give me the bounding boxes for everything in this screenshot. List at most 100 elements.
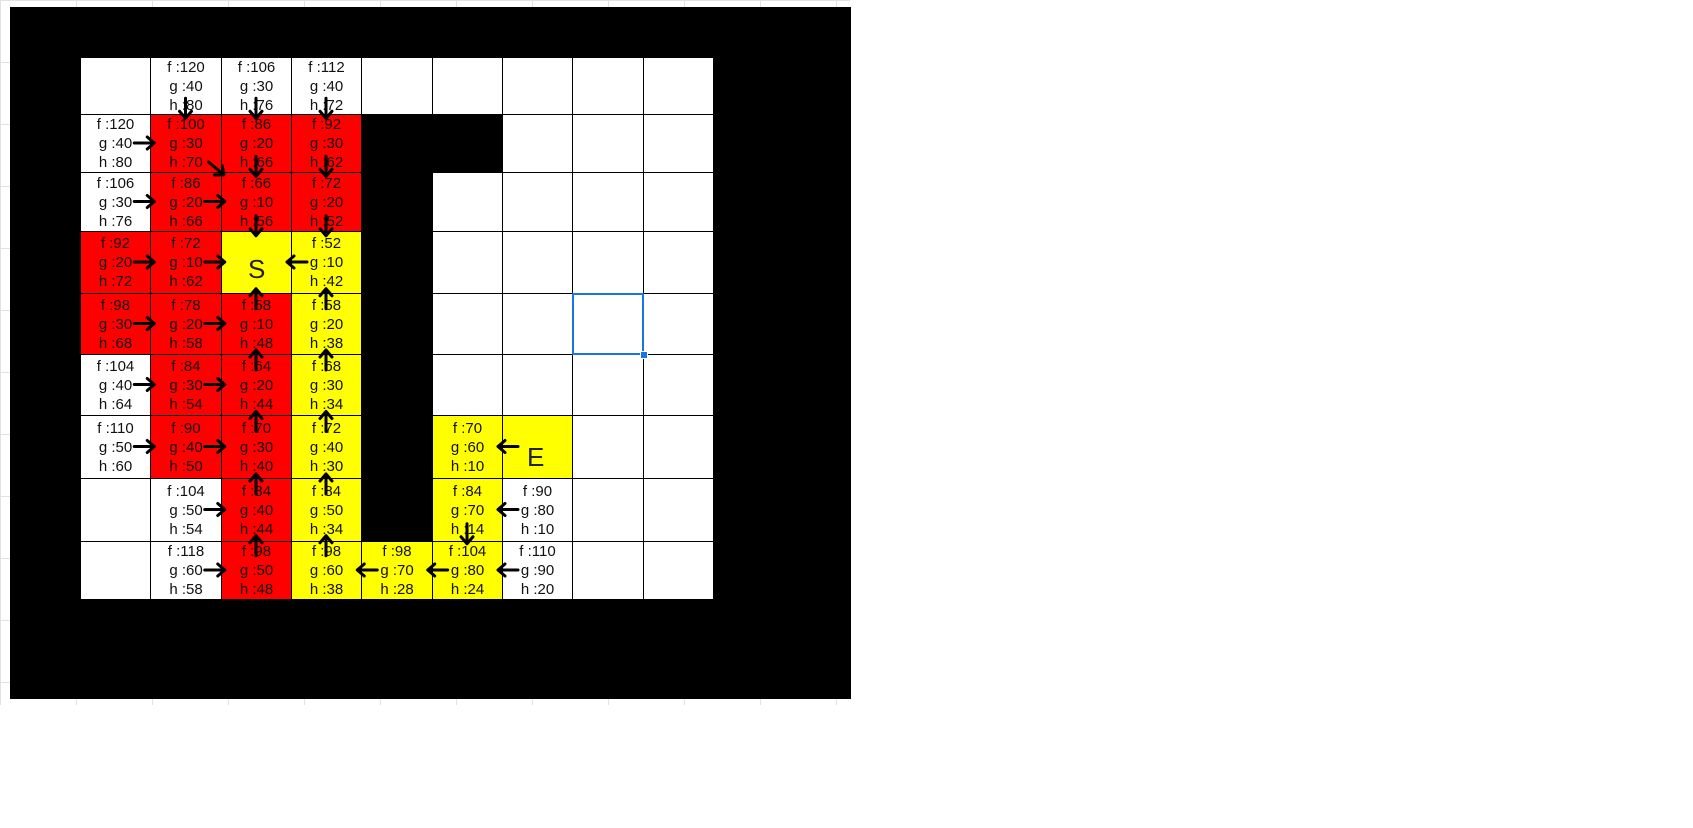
cell-g-value: g :90 [520, 562, 555, 579]
cell-h-value: h :66 [169, 212, 203, 230]
grid-cell-r3-c8[interactable] [643, 231, 714, 294]
grid-cell-r3-c7[interactable] [572, 231, 644, 294]
parent-arrow [318, 154, 334, 178]
cell-h-value: h :38 [309, 581, 344, 598]
cell-f-value: f :120 [96, 116, 135, 133]
grid-cell-r0-c8[interactable] [643, 57, 714, 115]
cell-g-value: g :70 [450, 501, 485, 519]
cell-h-value: h :62 [309, 154, 344, 171]
cell-g-value: g :10 [169, 254, 203, 271]
cell-f-value: f :72 [171, 235, 201, 252]
parent-arrow [203, 502, 227, 517]
parent-arrow [203, 194, 227, 209]
cell-g-value: g :50 [309, 501, 344, 519]
parent-arrow [203, 254, 227, 270]
cell-g-value: g :50 [169, 501, 203, 519]
grid-cell-r7-c4[interactable] [361, 478, 433, 542]
parent-arrow [496, 562, 520, 578]
grid-cell-r4-c4[interactable] [361, 293, 433, 355]
parent-arrow [496, 439, 520, 454]
cell-f-value: f :90 [522, 482, 553, 500]
parent-arrow [285, 254, 309, 270]
cell-g-value: g :10 [239, 193, 274, 211]
cell-f-value: f :112 [308, 58, 345, 76]
cell-f-value: f :98 [382, 543, 412, 560]
parent-arrow [248, 214, 264, 238]
cell-h-value: h :10 [450, 457, 485, 475]
grid-cell-r1-c8[interactable] [643, 114, 714, 173]
parent-arrow [248, 348, 264, 372]
cell-g-value: g :50 [98, 438, 133, 456]
cell-f-value: f :78 [171, 296, 201, 314]
cell-g-value: g :30 [239, 77, 274, 95]
cell-h-value: h :72 [98, 273, 133, 290]
parent-arrows-layer [132, 96, 520, 578]
end-marker: E [527, 442, 545, 472]
cell-g-value: g :30 [309, 376, 344, 394]
parent-arrow [132, 135, 156, 151]
parent-arrow [355, 562, 379, 578]
cell-g-value: g :40 [309, 77, 344, 95]
parent-arrow [496, 502, 520, 517]
grid-cell-r7-c8[interactable] [643, 478, 714, 542]
grid-cell-r6-c4[interactable] [361, 415, 433, 479]
parent-arrow [178, 96, 193, 120]
cell-h-value: h :10 [520, 520, 555, 538]
cell-f-value: f :92 [100, 235, 131, 252]
cell-g-value: g :30 [98, 315, 133, 333]
cell-g-value: g :60 [309, 562, 344, 579]
grid-cell-r2-c8[interactable] [643, 172, 714, 232]
grid-cell-r6-c8[interactable] [643, 415, 714, 479]
cell-g-value: g :40 [169, 77, 203, 95]
parent-arrow [248, 534, 264, 558]
cell-g-value: g :20 [169, 315, 203, 333]
grid-cell-r5-c5[interactable] [432, 354, 503, 416]
cell-f-value: f :104 [448, 543, 487, 560]
cell-f-value: f :110 [97, 419, 134, 437]
cell-h-value: h :40 [239, 457, 274, 475]
cell-f-value: f :118 [167, 543, 205, 560]
grid-cell-r2-c6[interactable] [502, 172, 573, 232]
grid-cell-r4-c5[interactable] [432, 293, 503, 355]
cell-h-value: h :66 [239, 154, 274, 171]
cell-h-value: h :58 [169, 334, 203, 352]
cell-h-value: h :60 [98, 457, 133, 475]
parent-arrow [318, 534, 334, 558]
parent-arrow [318, 287, 334, 311]
grid-cell-r7-c7[interactable] [572, 478, 644, 542]
cell-h-value: h :80 [169, 96, 203, 114]
parent-arrow [248, 287, 264, 311]
grid-cell-r4-c6[interactable] [502, 293, 573, 355]
cell-f-value: f :90 [171, 419, 201, 437]
cell-f-value: f :84 [452, 482, 483, 500]
grid-cell-r8-c0[interactable] [80, 541, 151, 600]
cell-h-value: h :20 [520, 581, 555, 598]
cell-g-value: g :40 [98, 376, 133, 394]
parent-arrow [318, 410, 334, 433]
grid-cell-r5-c8[interactable] [643, 354, 714, 416]
parent-arrow [318, 472, 334, 496]
grid-cell-r8-c7[interactable] [572, 541, 644, 600]
grid-cell-r1-c5[interactable] [432, 114, 503, 173]
grid-cell-r1-c6[interactable] [502, 114, 573, 173]
grid-cell-r3-c4[interactable] [361, 231, 433, 294]
cell-h-value: h :48 [239, 581, 274, 598]
cell-f-value: f :86 [241, 116, 272, 133]
parent-arrow [203, 562, 227, 578]
cell-f-value: f :104 [167, 482, 205, 500]
cell-f-value: f :84 [171, 357, 201, 375]
cell-f-value: f :52 [311, 235, 342, 252]
fill-handle[interactable] [640, 351, 648, 359]
grid-cell-r8-c8[interactable] [643, 541, 714, 600]
grid-cell-r3-c6[interactable] [502, 231, 573, 294]
cell-g-value: g :10 [239, 315, 274, 333]
cell-h-value: h :76 [239, 96, 274, 114]
cell-f-value: f :104 [96, 357, 135, 375]
cell-h-value: h :62 [169, 273, 203, 290]
cell-f-value: f :70 [452, 419, 483, 437]
